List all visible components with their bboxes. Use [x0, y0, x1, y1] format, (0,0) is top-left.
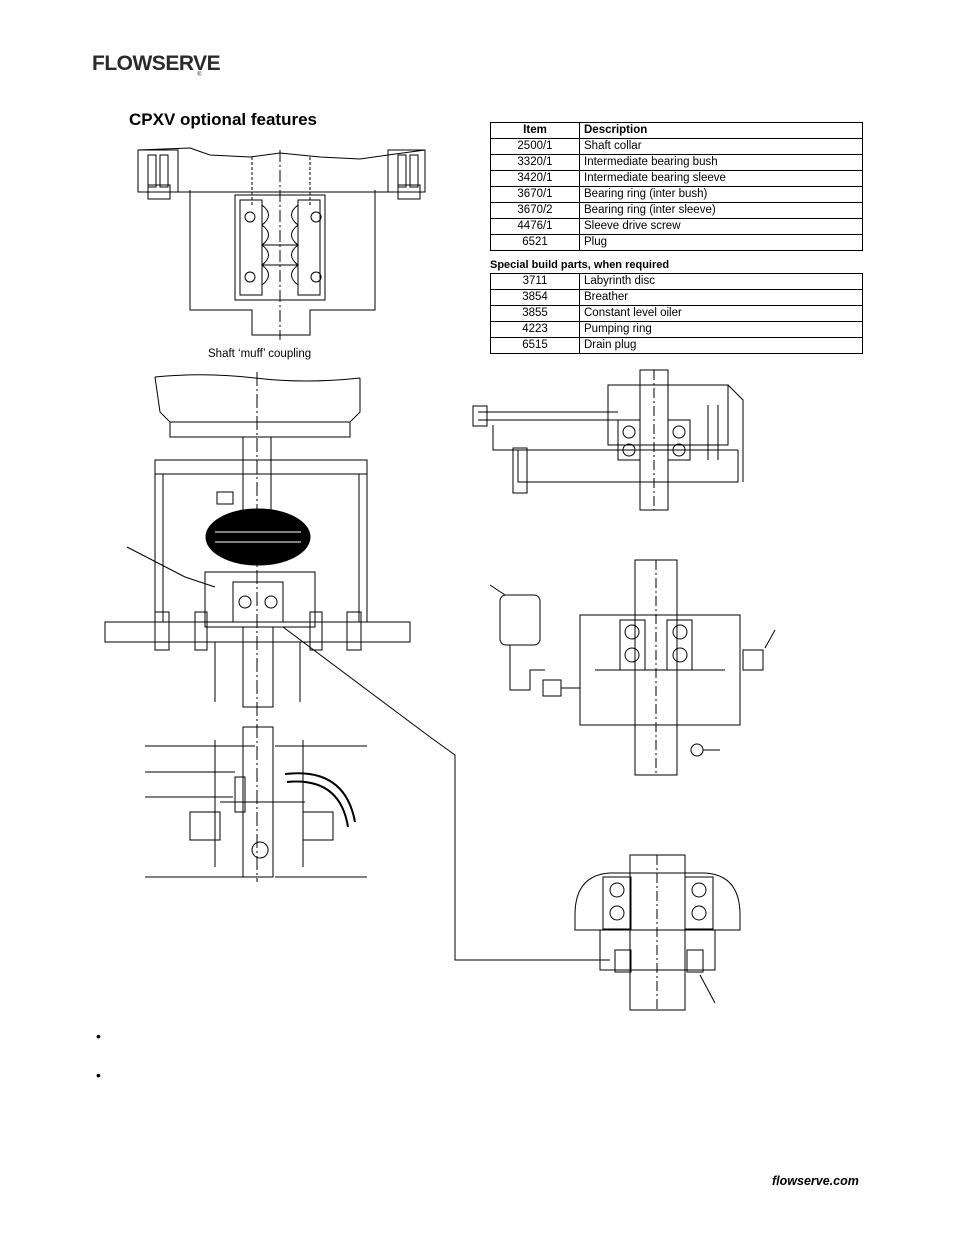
page-title: CPXV optional features: [129, 110, 317, 129]
description-cell: Intermediate bearing bush: [579, 154, 863, 171]
description-cell: Labyrinth disc: [579, 273, 863, 290]
bullet-marker: •: [96, 1067, 101, 1083]
item-cell: 6515: [490, 337, 580, 354]
registered-mark: ®: [197, 72, 202, 78]
item-cell: 3670/1: [490, 186, 580, 203]
description-cell: Drain plug: [579, 337, 863, 354]
bullet-marker: •: [96, 1028, 101, 1044]
description-cell: Plug: [579, 234, 863, 251]
description-cell: Intermediate bearing sleeve: [579, 170, 863, 187]
item-cell: 3670/2: [490, 202, 580, 219]
pumping-ring-drawing: [565, 855, 750, 1010]
bearing-housing-drawing: [468, 370, 753, 510]
description-cell: Shaft collar: [579, 138, 863, 155]
flowserve-logo: FLOWSERVE: [92, 52, 221, 75]
muff-coupling-drawing: [130, 145, 430, 340]
footer-url: flowserve.com: [772, 1174, 859, 1188]
special-parts-heading: Special build parts, when required: [490, 259, 670, 271]
parts-table-header-row: Item Description: [490, 122, 863, 139]
item-cell: 3855: [490, 305, 580, 322]
muff-coupling-caption: Shaft ‘muff’ coupling: [208, 348, 312, 360]
vertical-assembly-drawing: [105, 372, 415, 882]
oiler-assembly-drawing: [485, 560, 775, 775]
item-cell: 6521: [490, 234, 580, 251]
item-cell: 3711: [490, 273, 580, 290]
description-cell: Bearing ring (inter sleeve): [579, 202, 863, 219]
